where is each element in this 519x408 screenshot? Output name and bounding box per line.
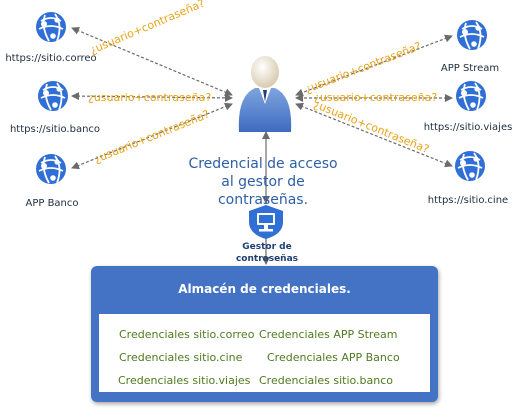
web-app-globe-icon (36, 154, 66, 184)
user-icon (238, 56, 292, 132)
connector-app-stream (295, 34, 453, 97)
service-label: https://sitio.cine (427, 195, 509, 206)
connection-label-stream: ¿usuario+contraseña? (303, 39, 423, 95)
connector-sitio-banco (71, 92, 233, 102)
credential-list: Credenciales sitio.correo Credenciales A… (99, 314, 430, 392)
web-app-globe-icon (456, 81, 486, 111)
credential-item: Credenciales sitio.correo (119, 328, 255, 341)
web-app-globe-icon (38, 81, 68, 111)
service-label: https://sitio.correo (5, 53, 97, 64)
shield-monitor-icon (249, 205, 283, 239)
credential-store: Almacén de credenciales. Credenciales si… (91, 266, 438, 402)
user-caption: Credencial de acceso al gestor de contra… (188, 156, 338, 208)
connector-app-banco (71, 102, 233, 170)
connection-label-correo: ¿usuario+contraseña? (88, 0, 207, 57)
connector-sitio-cine (295, 102, 453, 168)
web-app-globe-icon (36, 12, 66, 42)
connector-sitio-correo (71, 27, 233, 96)
credential-item: Credenciales APP Stream (259, 328, 398, 341)
service-label: APP Stream (440, 63, 500, 74)
web-app-globe-icon (455, 151, 485, 181)
service-label: https://sitio.viajes (423, 122, 513, 133)
credential-item: Credenciales sitio.viajes (118, 374, 251, 387)
connection-label-banco: ¿usuario+contraseña? (88, 91, 211, 104)
service-label: APP Banco (25, 198, 79, 209)
connection-label-viajes: ¿usuario+contraseña? (314, 91, 437, 104)
credential-item: Credenciales sitio.cine (119, 351, 243, 364)
credential-store-title: Almacén de credenciales. (178, 282, 351, 296)
credential-item: Credenciales APP Banco (267, 351, 400, 364)
credential-item: Credenciales sitio.banco (259, 374, 394, 387)
password-manager-label: Gestor de contraseñas (235, 242, 299, 264)
web-app-globe-icon (457, 20, 487, 50)
service-label: https://sitio.banco (9, 124, 101, 135)
